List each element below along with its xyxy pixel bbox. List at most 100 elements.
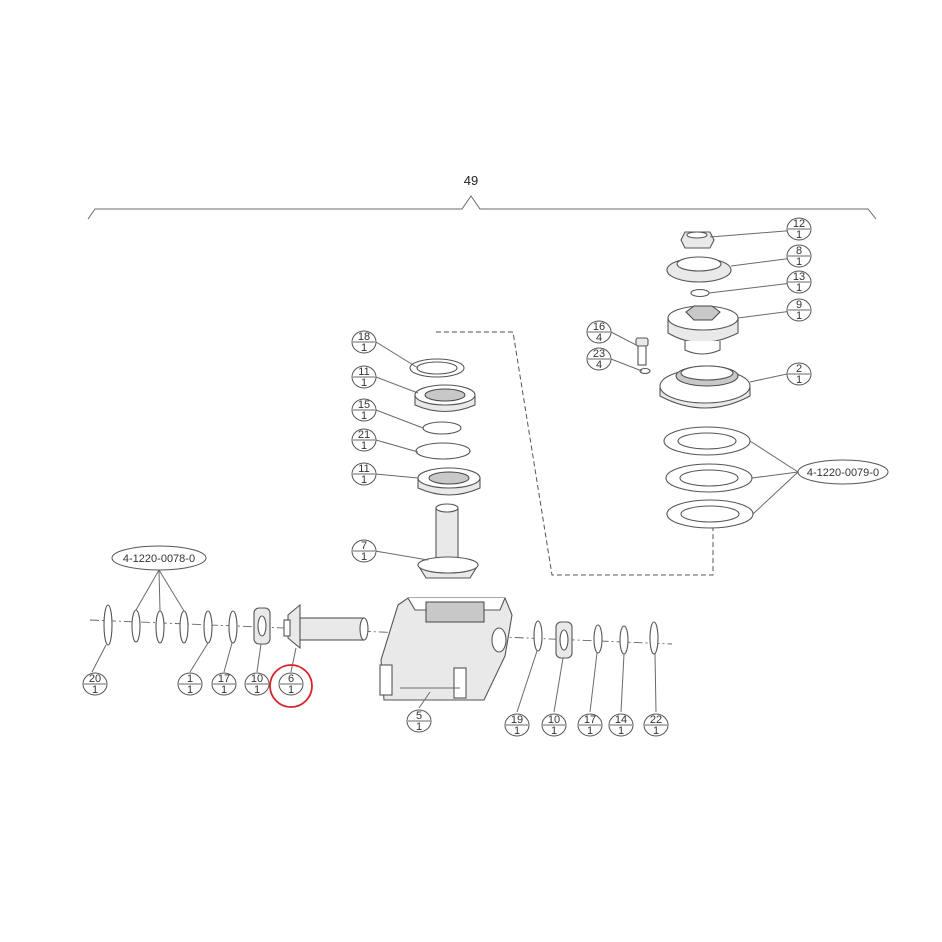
part-callout-6: 61 <box>278 672 304 696</box>
callout-part-number: 12 <box>793 218 805 230</box>
callout-part-number: 7 <box>361 540 367 552</box>
callout-quantity: 1 <box>361 474 367 486</box>
part-callout-10: 101 <box>541 713 567 737</box>
ring-17-right <box>593 624 603 654</box>
retaining-ring-22 <box>649 621 659 655</box>
callout-part-number: 17 <box>584 714 596 726</box>
callout-quantity: 1 <box>361 410 367 422</box>
part-callout-23: 234 <box>586 347 612 371</box>
part-callout-20: 201 <box>82 672 108 696</box>
shim-1 <box>131 609 141 643</box>
part-callout-11: 111 <box>351 365 377 389</box>
part-callout-8: 81 <box>786 244 812 268</box>
callout-part-number: 10 <box>548 714 560 726</box>
callout-quantity: 1 <box>187 684 193 696</box>
part-callout-12: 121 <box>786 217 812 241</box>
shim-part-1 <box>203 610 213 644</box>
part-callout-18: 181 <box>351 330 377 354</box>
vertical-shaft-stack <box>409 358 481 579</box>
shim-3 <box>179 610 189 644</box>
part-callout-7: 71 <box>351 539 377 563</box>
callout-quantity: 1 <box>796 256 802 268</box>
callout-quantity: 1 <box>92 684 98 696</box>
part-callout-9: 91 <box>786 298 812 322</box>
callout-quantity: 1 <box>221 684 227 696</box>
part-callout-15: 151 <box>351 398 377 422</box>
callout-part-number: 11 <box>358 366 369 378</box>
shim-2 <box>155 610 165 644</box>
bevel-gear-shaft <box>435 507 459 559</box>
lock-washer <box>639 367 651 375</box>
kit-label-text: 4-1220-0078-0 <box>123 553 195 565</box>
horizontal-shaft-left <box>103 603 369 650</box>
part-callout-22: 221 <box>643 713 669 737</box>
callout-quantity: 1 <box>796 229 802 241</box>
callout-part-number: 6 <box>288 673 294 685</box>
shim-14 <box>619 625 629 655</box>
horizontal-axis <box>89 619 673 645</box>
highlight-ring <box>269 664 313 708</box>
callout-quantity: 1 <box>796 310 802 322</box>
callout-part-number: 8 <box>796 245 802 257</box>
horizontal-shaft-right <box>533 620 659 659</box>
callout-part-number: 21 <box>358 429 370 441</box>
part-callout-10: 101 <box>244 672 270 696</box>
ring-17-left <box>228 610 238 644</box>
kit-label-1: 4-1220-0078-0 <box>111 545 207 571</box>
callout-part-number: 18 <box>358 331 370 343</box>
kit-label-2: 4-1220-0079-0 <box>797 459 889 485</box>
assembly-brace: 49 <box>87 173 877 220</box>
callout-quantity: 1 <box>587 725 593 737</box>
part-callout-19: 191 <box>504 713 530 737</box>
small-washer <box>690 288 710 298</box>
callout-part-number: 14 <box>615 714 627 726</box>
callout-quantity: 1 <box>618 725 624 737</box>
part-callout-14: 141 <box>608 713 634 737</box>
assembly-path-dashed <box>436 331 714 576</box>
part-callout-11: 111 <box>351 462 377 486</box>
callout-part-number: 20 <box>89 673 101 685</box>
part-callout-17: 171 <box>211 672 237 696</box>
callout-part-number: 10 <box>251 673 263 685</box>
callout-quantity: 1 <box>361 440 367 452</box>
callout-part-number: 1 <box>187 673 193 685</box>
callout-quantity: 1 <box>796 374 802 386</box>
retaining-ring-20 <box>103 604 113 646</box>
spacer-ring <box>422 421 462 435</box>
pinion-shaft <box>299 617 365 641</box>
callout-quantity: 1 <box>416 721 422 733</box>
callout-quantity: 1 <box>514 725 520 737</box>
gearbox-housing <box>379 597 513 701</box>
callout-part-number: 5 <box>416 710 422 722</box>
callout-quantity: 1 <box>361 551 367 563</box>
callout-quantity: 1 <box>254 684 260 696</box>
part-callout-21: 211 <box>351 428 377 452</box>
gasket-set <box>663 426 754 529</box>
assembly-number: 49 <box>464 173 478 188</box>
callout-quantity: 1 <box>551 725 557 737</box>
part-callout-13: 131 <box>786 270 812 294</box>
seal-19 <box>533 620 543 652</box>
callout-part-number: 22 <box>650 714 662 726</box>
callout-quantity: 1 <box>288 684 294 696</box>
circlip <box>415 442 471 460</box>
callout-part-number: 15 <box>358 399 370 411</box>
leader-lines <box>91 228 811 713</box>
callout-quantity: 1 <box>653 725 659 737</box>
callout-quantity: 4 <box>596 359 602 371</box>
callout-part-number: 17 <box>218 673 230 685</box>
part-callout-16: 164 <box>586 320 612 344</box>
callout-part-number: 16 <box>593 321 605 333</box>
callout-quantity: 1 <box>361 342 367 354</box>
part-callout-2: 21 <box>786 362 812 386</box>
top-cover-stack <box>635 231 754 529</box>
callout-part-number: 2 <box>796 363 802 375</box>
callout-part-number: 19 <box>511 714 523 726</box>
callout-part-number: 11 <box>358 463 369 475</box>
kit-label-text: 4-1220-0079-0 <box>807 467 879 479</box>
callout-quantity: 4 <box>596 332 602 344</box>
part-callout-5: 51 <box>406 709 432 733</box>
callout-quantity: 1 <box>361 377 367 389</box>
